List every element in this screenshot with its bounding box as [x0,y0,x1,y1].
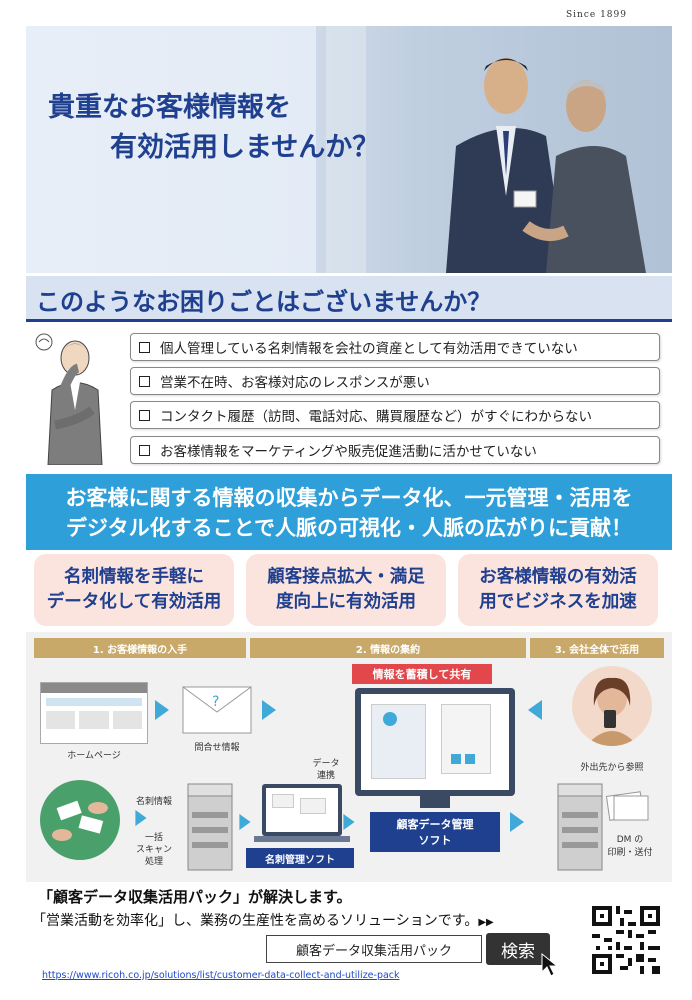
benefit-card: お客様情報の有効活 用でビジネスを加速 [458,554,658,626]
data-link-label-2: 連携 [316,771,335,781]
batch-label-2: スキャン [135,845,172,855]
solution-banner [26,474,672,550]
svg-text:?: ? [212,694,219,710]
step-1: 1. お客様情報の入手 [34,638,246,658]
batch-label-3: 処理 [144,857,163,867]
arrow-right-icon [239,814,251,830]
arrow-right-icon [262,700,276,720]
monitor-icon [355,688,515,796]
qr-code[interactable] [592,906,660,974]
search-button[interactable]: 検索 [486,933,550,965]
solution-banner-line2: デジタル化することで人脈の可視化・人脈の広がりに貢献！ [66,516,632,540]
laptop-icon [262,784,342,836]
card-exchange-photo [40,780,120,860]
benefit-line2: データ化して有効活用 [46,592,222,612]
batch-label-1: 一括 [144,833,163,843]
crm-label-1: 顧客データ管理 [396,818,474,831]
checkbox-icon [139,444,150,456]
footer-description: 「営業活動を効率化」し、業務の生産性を高めるソリューションです。▶▶ [32,910,494,930]
homepage-label: ホームページ [67,751,121,761]
hero-title-line1: 貴重なお客様情報を [48,92,291,123]
checkbox-icon [139,409,150,421]
data-link-label-1: データ [312,759,340,769]
inquiry-label: 問合せ情報 [194,743,240,753]
problem-text: 個人管理している名刺情報を会社の資産として有効活用できていない [160,341,578,357]
arrow-right-icon [155,700,169,720]
solution-banner-line1: お客様に関する情報の収集からデータ化、一元管理・活用を [65,486,633,510]
crm-software-label: 顧客データ管理 ソフト [370,812,500,852]
benefit-line1: 顧客接点拡大・満足 [267,566,425,587]
worried-man-illustration [30,330,120,466]
dm-label-1: DM の [616,835,644,845]
footer-heading: 「顧客データ収集活用パック」が解決します。 [38,888,352,906]
copier-icon [186,782,234,876]
cursor-icon [540,952,564,982]
benefit-card: 名刺情報を手軽に データ化して有効活用 [34,554,234,626]
benefit-card: 顧客接点拡大・満足 度向上に有効活用 [246,554,446,626]
copier-icon [556,782,604,876]
benefit-line2: 度向上に有効活用 [276,592,416,612]
problem-text: コンタクト履歴（訪問、電話対応、購買履歴など）がすぐにわからない [160,409,592,425]
checkbox-icon [139,375,150,387]
envelope-icon: ? [182,686,252,738]
hero-title-line2: 有効活用しませんか？ [110,132,380,163]
arrow-right-icon [135,810,147,826]
benefit-line1: お客様情報の有効活 [479,566,637,587]
dm-postcard-icon [605,788,650,828]
search-input[interactable]: 顧客データ収集活用パック [266,935,482,963]
crm-label-2: ソフト [418,834,452,847]
problem-item: 営業不在時、お客様対応のレスポンスが悪い [130,367,660,395]
arrow-left-icon [528,700,542,720]
double-triangle-icon: ▶▶ [478,917,494,928]
step-2: 2. 情報の集約 [250,638,526,658]
problem-item: コンタクト履歴（訪問、電話対応、購買履歴など）がすぐにわからない [130,401,660,429]
problem-item: お客様情報をマーケティングや販売促進活動に活かせていない [130,436,660,464]
card-info-label: 名刺情報 [135,797,172,807]
hero-image [26,26,672,273]
laptop-base-icon [254,836,350,842]
arrow-right-icon [343,814,355,830]
benefit-line2: 用でビジネスを加速 [479,592,637,612]
benefit-line1: 名刺情報を手軽に [64,566,204,587]
problems-band [26,276,672,322]
mobile-user-photo [572,666,652,746]
card-software-label: 名刺管理ソフト [246,848,354,868]
logo-since: Since 1899 [566,10,627,20]
problem-text: 営業不在時、お客様対応のレスポンスが悪い [160,375,430,391]
dm-label-2: 印刷・送付 [607,848,653,858]
problem-text: お客様情報をマーケティングや販売促進活動に活かせていない [160,444,537,460]
checkbox-icon [139,341,150,353]
outside-label: 外出先から参照 [580,763,644,773]
monitor-stand-icon [420,796,450,808]
footer-description-text: 「営業活動を効率化」し、業務の生産性を高めるソリューションです。 [32,913,479,929]
share-label: 情報を蓄積して共有 [352,664,492,684]
step-3: 3. 会社全体で活用 [530,638,664,658]
solution-url-link[interactable]: https://www.ricoh.co.jp/solutions/list/c… [42,970,400,981]
problem-item: 個人管理している名刺情報を会社の資産として有効活用できていない [130,333,660,361]
homepage-window-icon [40,682,148,744]
problems-title: このようなお困りごとはございませんか？ [36,288,492,316]
arrow-right-icon [510,812,524,832]
